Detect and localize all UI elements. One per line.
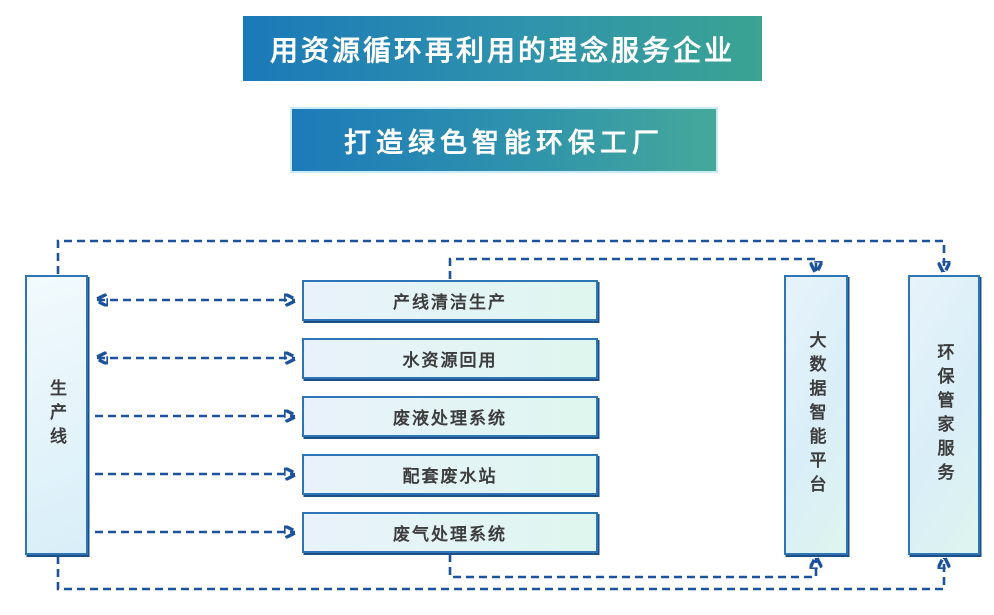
process-box-water-reuse: 水资源回用 — [302, 338, 598, 379]
production-line-label: 生产线 — [47, 379, 66, 451]
dashed-route-bottom-to-big-data — [448, 554, 816, 579]
big-data-platform-box: 大数据智能平台 — [784, 275, 848, 555]
process-box-label: 配套废水站 — [402, 467, 498, 486]
process-box-label: 废气处理系统 — [393, 525, 507, 544]
process-box-clean-production: 产线清洁生产 — [302, 280, 598, 321]
banner-subtitle: 打造绿色智能环保工厂 — [290, 107, 718, 173]
process-box-label: 水资源回用 — [402, 351, 498, 370]
dashed-route-top-to-big-data — [448, 257, 816, 279]
eco-housekeeper-service-label: 环保管家服务 — [934, 343, 954, 487]
process-box-waste-liquid-system: 废液处理系统 — [302, 396, 598, 437]
production-line-box: 生产线 — [25, 275, 88, 555]
big-data-platform-label: 大数据智能平台 — [806, 331, 826, 499]
banner-subtitle-text: 打造绿色智能环保工厂 — [344, 127, 664, 158]
process-box-waste-gas-system: 废气处理系统 — [302, 512, 598, 553]
process-box-label: 废液处理系统 — [393, 409, 507, 428]
eco-housekeeper-service-box: 环保管家服务 — [908, 275, 980, 555]
banner-main-title-text: 用资源循环再利用的理念服务企业 — [269, 34, 735, 66]
process-box-wastewater-station: 配套废水站 — [302, 454, 598, 495]
dashed-route-bottom-to-eco-housekeeper — [56, 556, 944, 591]
process-box-label: 产线清洁生产 — [393, 293, 507, 312]
dashed-route-top-to-eco-housekeeper — [56, 239, 944, 274]
banner-main-title: 用资源循环再利用的理念服务企业 — [243, 16, 762, 81]
